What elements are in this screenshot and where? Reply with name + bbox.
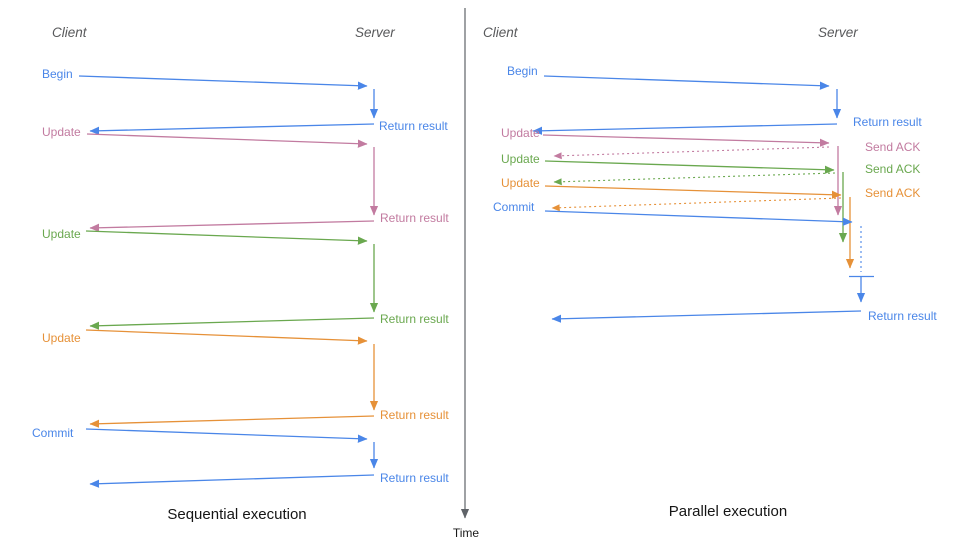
update-request-arrow xyxy=(544,160,835,174)
update-message-label: Update xyxy=(501,176,540,190)
exchange-commit: Commit Return result xyxy=(32,426,449,488)
parallel-update-3: Update Send ACK xyxy=(501,176,920,269)
time-axis-label: Time xyxy=(453,526,480,540)
client-label: Client xyxy=(52,25,88,40)
update-request-arrow xyxy=(85,230,368,245)
send-ack-label: Send ACK xyxy=(865,162,920,176)
update-request-arrow xyxy=(86,133,368,148)
ack-arrow xyxy=(553,172,836,186)
time-axis: Time xyxy=(453,8,480,540)
update-message-label: Update xyxy=(42,331,81,345)
update-message-label: Update xyxy=(501,126,540,140)
return-arrow xyxy=(89,123,375,135)
commit-request-arrow xyxy=(85,428,368,443)
parallel-title: Parallel execution xyxy=(669,503,787,520)
return-result-label: Return result xyxy=(380,211,449,225)
exchange-begin: Begin Return result xyxy=(42,67,448,135)
parallel-commit: Commit Return result xyxy=(493,200,937,323)
return-result-label: Return result xyxy=(868,309,937,323)
send-ack-label: Send ACK xyxy=(865,186,920,200)
exchange-update-1: Update Return result xyxy=(42,125,449,232)
commit-message-label: Commit xyxy=(493,200,535,214)
update-request-arrow xyxy=(544,185,842,199)
update-request-arrow xyxy=(85,329,368,345)
exchange-update-2: Update Return result xyxy=(42,227,449,330)
sequential-panel: Client Server Begin Return result Update… xyxy=(32,25,449,523)
return-arrow xyxy=(551,310,862,323)
return-result-label: Return result xyxy=(380,312,449,326)
commit-request-arrow xyxy=(544,210,853,226)
parallel-update-2: Update Send ACK xyxy=(501,152,920,243)
return-result-label: Return result xyxy=(853,115,922,129)
exchange-begin: Begin Return result xyxy=(507,64,922,135)
commit-message-label: Commit xyxy=(32,426,74,440)
send-ack-label: Send ACK xyxy=(865,140,920,154)
return-arrow xyxy=(89,220,375,232)
return-arrow xyxy=(89,317,375,330)
begin-request-arrow xyxy=(78,75,368,90)
return-arrow xyxy=(89,415,375,428)
sequential-title: Sequential execution xyxy=(167,506,306,523)
return-result-label: Return result xyxy=(379,119,448,133)
client-label: Client xyxy=(483,25,519,40)
ack-arrow xyxy=(553,146,830,160)
return-arrow xyxy=(89,474,375,488)
parallel-update-1: Update Send ACK xyxy=(501,126,920,216)
begin-message-label: Begin xyxy=(507,64,538,78)
parallel-panel: Client Server Begin Return result Update… xyxy=(483,25,937,520)
server-label: Server xyxy=(818,25,858,40)
exchange-update-3: Update Return result xyxy=(42,329,449,428)
update-request-arrow xyxy=(542,134,830,147)
update-message-label: Update xyxy=(42,227,81,241)
begin-request-arrow xyxy=(543,75,830,90)
return-arrow xyxy=(532,123,838,135)
server-label: Server xyxy=(355,25,395,40)
begin-message-label: Begin xyxy=(42,67,73,81)
update-message-label: Update xyxy=(501,152,540,166)
return-result-label: Return result xyxy=(380,471,449,485)
update-message-label: Update xyxy=(42,125,81,139)
ack-arrow xyxy=(551,197,842,212)
return-result-label: Return result xyxy=(380,408,449,422)
